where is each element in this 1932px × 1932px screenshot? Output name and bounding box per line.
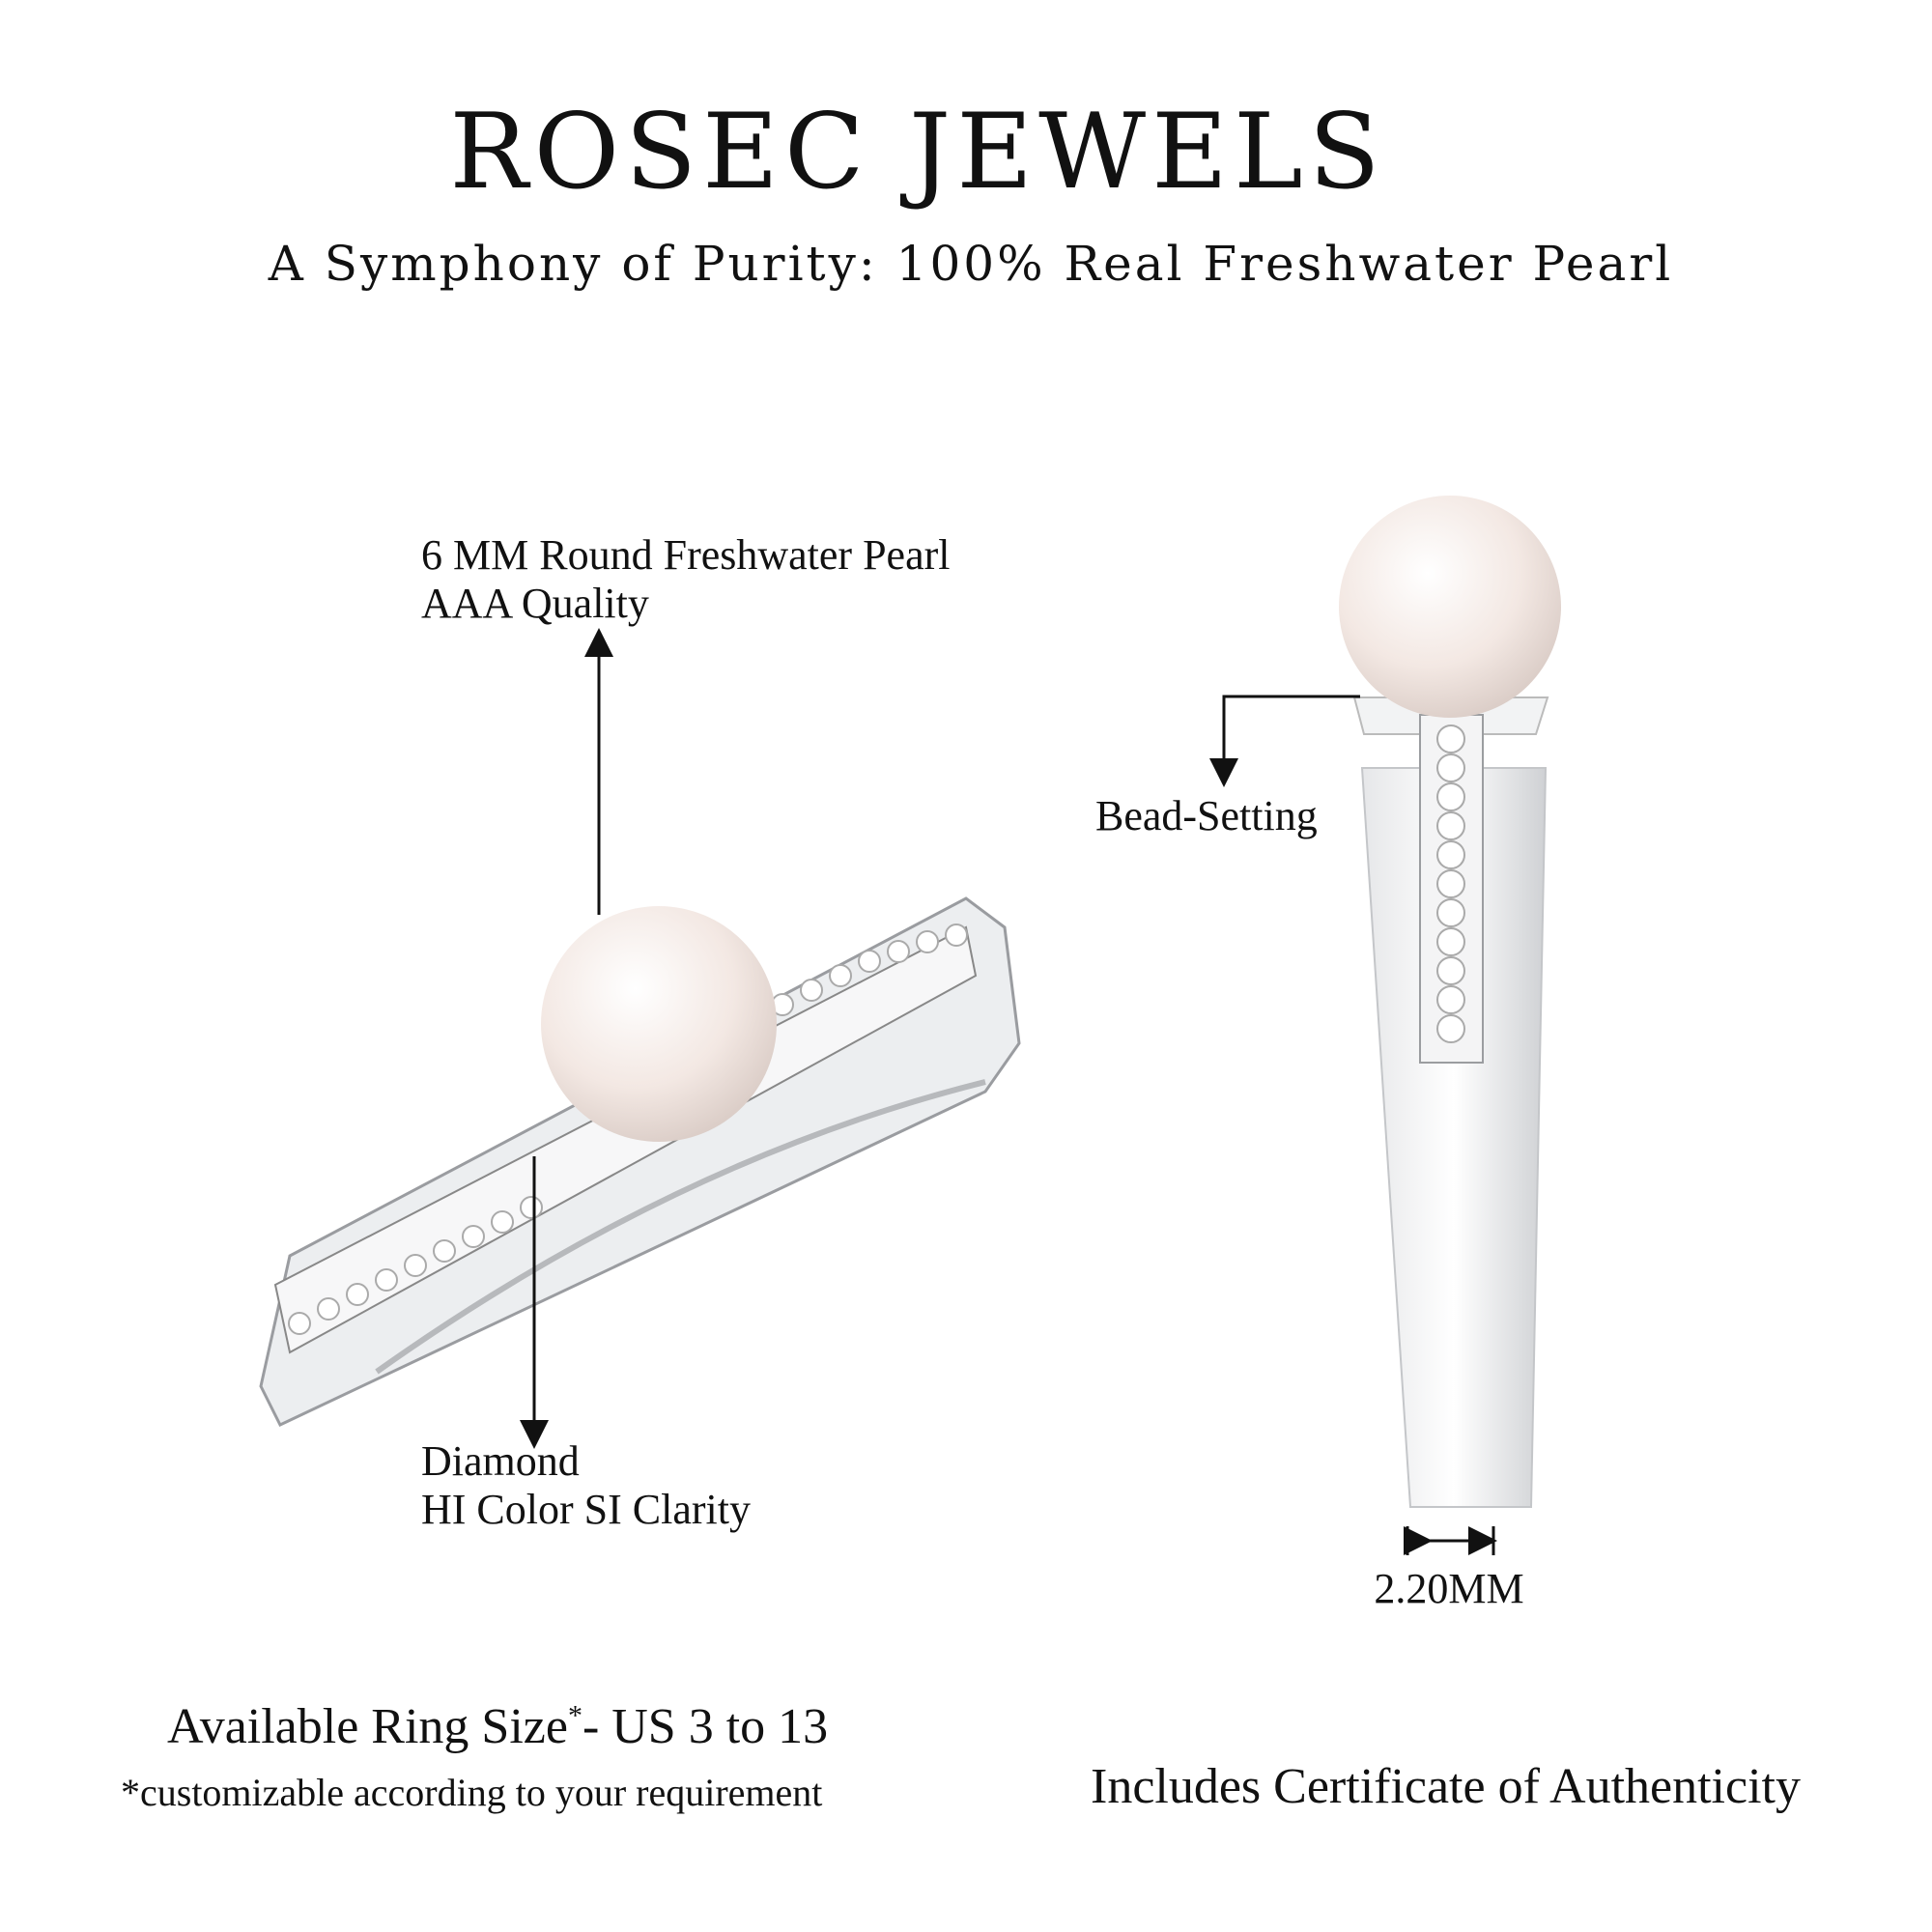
width-dimension-marker: [1404, 1526, 1497, 1555]
brand-title: ROSEC JEWELS: [449, 92, 1386, 213]
diamond-column: [1436, 724, 1465, 1043]
pearl-callout: 6 MM Round Freshwater Pearl AAA Quality: [421, 531, 951, 628]
ring-size-asterisk: *: [567, 1699, 582, 1732]
ring-size-range: - US 3 to 13: [582, 1699, 829, 1754]
certificate-note: Includes Certificate of Authenticity: [1091, 1759, 1801, 1814]
ring-size-footnote: *customizable according to your requirem…: [121, 1771, 823, 1814]
diamond-row: [288, 923, 968, 1335]
pearl-side: [1339, 496, 1561, 718]
ring-side-view: [1339, 496, 1561, 1508]
bead-setting-callout-arrow: [1209, 695, 1360, 787]
pearl: [541, 906, 777, 1142]
diamond-callout-line1: Diamond: [421, 1437, 580, 1485]
pearl-callout-line1: 6 MM Round Freshwater Pearl: [421, 531, 951, 579]
ring-size-label: Available Ring Size: [167, 1699, 568, 1754]
diamond-callout-line2: HI Color SI Clarity: [421, 1486, 751, 1533]
width-label: 2.20MM: [1374, 1565, 1524, 1612]
diamond-callout: Diamond HI Color SI Clarity: [421, 1437, 751, 1534]
ring-angled-view: [259, 896, 1021, 1427]
bead-setting-label: Bead-Setting: [1095, 792, 1318, 839]
brand-subtitle: A Symphony of Purity: 100% Real Freshwat…: [268, 236, 1674, 292]
pearl-callout-line2: AAA Quality: [421, 580, 649, 627]
ring-size-info: Available Ring Size*- US 3 to 13: [167, 1698, 828, 1755]
